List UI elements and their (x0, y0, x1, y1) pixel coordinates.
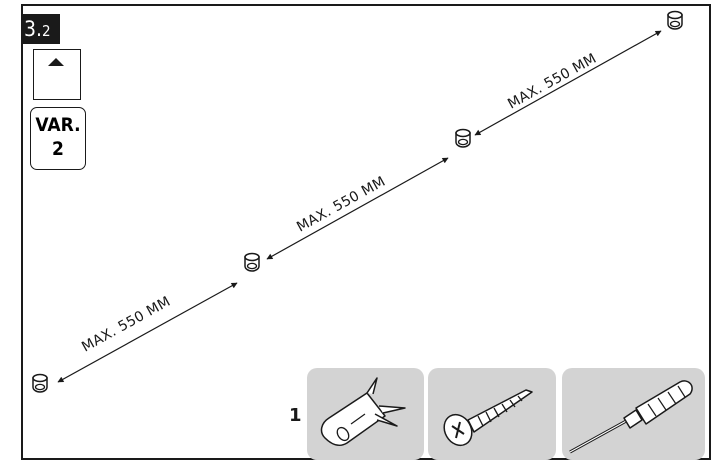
wall-plug-icon (320, 377, 406, 446)
dimension-label: MAX. 550 MM (294, 174, 388, 236)
variant-label: VAR. 2 (30, 107, 86, 170)
step-major: 3. (24, 17, 43, 41)
screwdriver-panel (562, 368, 705, 460)
screw-icon (443, 389, 533, 447)
dimension-line (266, 157, 449, 260)
step-minor: 2 (42, 22, 51, 40)
fixing-point-icon (244, 252, 260, 272)
variant-label-number: 2 (52, 138, 64, 160)
part-quantity: 1 (289, 405, 302, 426)
fixing-point-icon (667, 10, 683, 30)
wall-plug-panel (307, 368, 424, 460)
dimension-label: MAX. 550 MM (79, 294, 173, 356)
arrow-up-icon (48, 58, 64, 66)
dimension-line (474, 30, 662, 136)
dimension-label: MAX. 550 MM (505, 51, 599, 113)
screwdriver-icon (569, 380, 693, 454)
fixing-point-icon (32, 373, 48, 393)
dimension-line (57, 282, 238, 383)
screw-panel (428, 368, 556, 460)
variant-label-title: VAR. (35, 114, 81, 136)
orientation-indicator (33, 49, 81, 100)
step-number-badge: 3.2 (21, 14, 60, 44)
fixing-point-icon (455, 128, 471, 148)
